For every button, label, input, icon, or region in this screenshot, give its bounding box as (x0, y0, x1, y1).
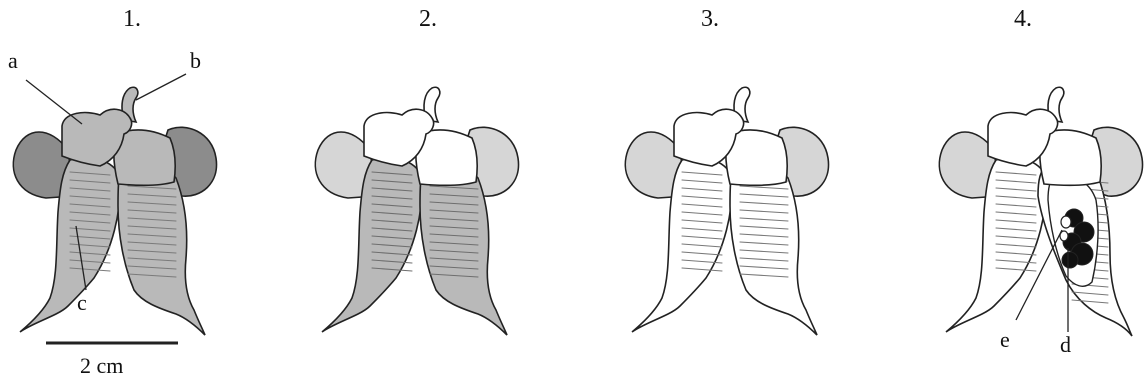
panel-4-number: 4. (1014, 6, 1032, 33)
seed-hilum (1061, 216, 1071, 228)
panel-1-number: 1. (123, 6, 141, 33)
panel-1-fruit (13, 87, 216, 335)
scale-bar-label: 2 cm (80, 353, 123, 379)
leader-b (136, 74, 186, 100)
seed (1062, 252, 1078, 268)
label-e: e (1000, 329, 1010, 351)
label-a: a (8, 50, 18, 72)
panel-3-fruit (625, 87, 828, 335)
panel-4-fruit (939, 87, 1142, 336)
label-b: b (190, 50, 201, 72)
panel-3-number: 3. (701, 6, 719, 33)
leader-a (26, 80, 82, 124)
panel-2-fruit (315, 87, 518, 335)
label-d: d (1060, 334, 1071, 356)
panel-2-number: 2. (419, 6, 437, 33)
label-c: c (77, 292, 87, 314)
